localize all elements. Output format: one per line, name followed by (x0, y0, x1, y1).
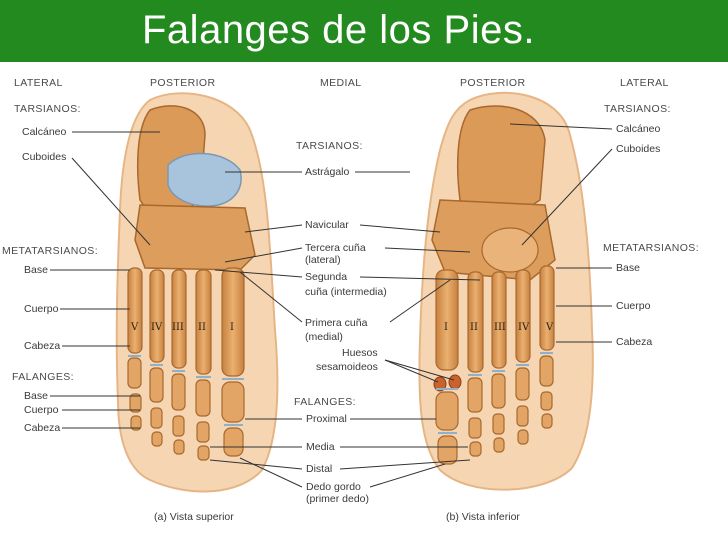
leader-right-cuboides (521, 148, 613, 246)
label-left-calcaneo: Calcáneo (22, 126, 67, 138)
label-segunda-cuna-2: cuña (intermedia) (305, 286, 387, 298)
label-left-metatarsianos: METATARSIANOS: (2, 245, 98, 257)
label-huesos-2: sesamoideos (316, 361, 378, 373)
leader-tercera-cuna-right (384, 247, 471, 253)
roman-right-ii: II (470, 322, 478, 333)
roman-left-ii: II (198, 322, 206, 333)
header-posterior-left: POSTERIOR (150, 77, 215, 89)
right-sesamoids (433, 374, 462, 392)
label-center-falanges: FALANGES: (294, 396, 356, 408)
label-right-tarsianos: TARSIANOS: (604, 103, 671, 115)
right-calcaneus (456, 105, 546, 231)
left-phalanges (127, 357, 245, 461)
roman-left-iii: III (172, 322, 184, 333)
label-astragalo: Astrágalo (305, 166, 350, 178)
leader-dedo-gordo-left (239, 457, 303, 488)
title-bar: Falanges de los Pies. (0, 0, 728, 62)
foot-bones-diagram: LATERAL POSTERIOR MEDIAL POSTERIOR LATER… (2, 77, 699, 523)
label-left-falanges-cuerpo: Cuerpo (24, 404, 59, 416)
left-talus (167, 152, 242, 207)
label-right-calcaneo: Calcáneo (616, 123, 661, 135)
label-right-cabeza: Cabeza (616, 336, 652, 348)
label-dedo-gordo-1: Dedo gordo (306, 481, 361, 493)
caption-superior: (a) Vista superior (154, 511, 234, 523)
roman-right-iv: IV (518, 322, 530, 333)
label-right-metatarsianos: METATARSIANOS: (603, 242, 699, 254)
header-medial: MEDIAL (320, 77, 362, 89)
roman-right-i: I (444, 322, 448, 333)
left-joint-lines (128, 355, 244, 426)
leader-navicular-right (359, 224, 441, 233)
header-posterior-right: POSTERIOR (460, 77, 525, 89)
leader-navicular-left (244, 224, 303, 233)
roman-left-v: V (130, 322, 139, 333)
label-primera-cuna-1: Primera cuña (305, 317, 368, 329)
header-lateral-left: LATERAL (14, 77, 63, 89)
caption-inferior: (b) Vista inferior (446, 511, 520, 523)
label-navicular: Navicular (305, 219, 349, 231)
label-primera-cuna-2: (medial) (305, 331, 343, 343)
label-left-falanges: FALANGES: (12, 371, 74, 383)
left-roman-numerals: V IV III II I (130, 322, 234, 333)
leader-primera-cuna-right (389, 279, 451, 323)
roman-left-iv: IV (151, 322, 163, 333)
right-foot-illustration (418, 91, 594, 491)
right-metatarsals (435, 265, 555, 373)
label-center-tarsianos: TARSIANOS: (296, 140, 363, 152)
label-proximal: Proximal (306, 413, 347, 425)
leader-huesos-1 (384, 359, 439, 383)
label-left-falanges-cabeza: Cabeza (24, 422, 60, 434)
label-left-cuboides: Cuboides (22, 151, 66, 163)
leader-distal-left (209, 459, 303, 470)
leader-primera-cuna-left (239, 271, 303, 323)
label-dedo-gordo-2: (primer dedo) (306, 493, 369, 505)
label-right-cuboides: Cuboides (616, 143, 660, 155)
right-joint-lines (436, 352, 553, 434)
label-left-tarsianos: TARSIANOS: (14, 103, 81, 115)
right-phalanges (435, 355, 554, 465)
leader-dedo-gordo-right (369, 463, 446, 488)
label-huesos-1: Huesos (342, 347, 378, 359)
label-left-cabeza: Cabeza (24, 340, 60, 352)
left-foot-illustration (115, 92, 279, 493)
header-lateral-right: LATERAL (620, 77, 669, 89)
leader-tercera-cuna-left (224, 247, 303, 263)
label-media: Media (306, 441, 335, 453)
label-left-falanges-base: Base (24, 390, 48, 402)
leader-distal-right (339, 459, 471, 470)
roman-left-i: I (230, 322, 234, 333)
leader-segunda-cuna-left (214, 269, 303, 278)
label-right-base: Base (616, 262, 640, 274)
leader-left-cuboides (71, 157, 151, 246)
label-left-base: Base (24, 264, 48, 276)
label-right-cuerpo: Cuerpo (616, 300, 651, 312)
leader-right-calcaneo (509, 123, 613, 130)
right-cuboid-highlight (481, 227, 539, 273)
label-distal: Distal (306, 463, 332, 475)
roman-right-v: V (545, 322, 554, 333)
left-metatarsals (127, 267, 245, 377)
label-left-cuerpo: Cuerpo (24, 303, 59, 315)
roman-right-iii: III (494, 322, 506, 333)
leader-huesos-2 (384, 359, 455, 381)
leader-segunda-cuna-right (359, 276, 481, 281)
right-roman-numerals: I II III IV V (444, 322, 554, 333)
label-segunda-cuna-1: Segunda (305, 271, 347, 283)
label-tercera-cuna-1: Tercera cuña (305, 242, 366, 254)
label-tercera-cuna-2: (lateral) (305, 254, 341, 266)
slide-title: Falanges de los Pies. (142, 8, 535, 52)
